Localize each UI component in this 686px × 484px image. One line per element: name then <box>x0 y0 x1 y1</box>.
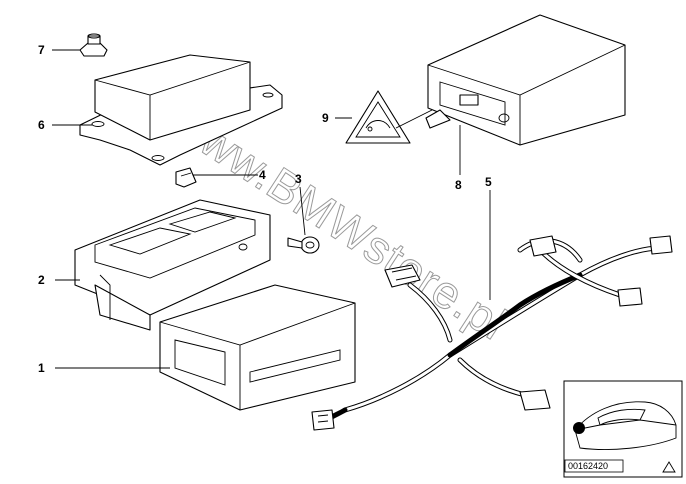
part-9-warning-label <box>345 90 411 144</box>
harness-connector <box>649 235 673 255</box>
callout-9: 9 <box>322 111 329 125</box>
part-8-control-module <box>425 14 626 146</box>
callouts: 1 2 3 4 5 6 7 8 9 <box>38 43 492 375</box>
part-3-screw <box>287 236 320 254</box>
harness-connector <box>311 409 335 431</box>
callout-2: 2 <box>38 273 45 287</box>
callout-4: 4 <box>259 168 266 182</box>
warning-triangle-icon <box>662 461 676 473</box>
part-6-mounting-bracket <box>79 54 283 166</box>
callout-3: 3 <box>295 172 302 186</box>
part-5-wiring-harness <box>311 235 673 431</box>
callout-6: 6 <box>38 118 45 132</box>
callout-1: 1 <box>38 361 45 375</box>
callout-5: 5 <box>485 175 492 189</box>
vehicle-location-inset: 00162420 <box>563 380 683 478</box>
reference-number: 00162420 <box>568 461 608 471</box>
location-marker <box>573 422 585 434</box>
part-4-clip <box>175 167 197 188</box>
part-2-holder-frame <box>74 199 271 331</box>
harness-connector <box>384 264 421 288</box>
leader-lines <box>52 49 491 369</box>
part-1-unit <box>159 284 356 411</box>
harness-connector <box>529 235 557 257</box>
harness-connector <box>617 287 643 307</box>
callout-7: 7 <box>38 43 45 57</box>
harness-connector <box>519 389 551 411</box>
part-7-nut <box>79 33 108 57</box>
callout-8: 8 <box>455 178 462 192</box>
